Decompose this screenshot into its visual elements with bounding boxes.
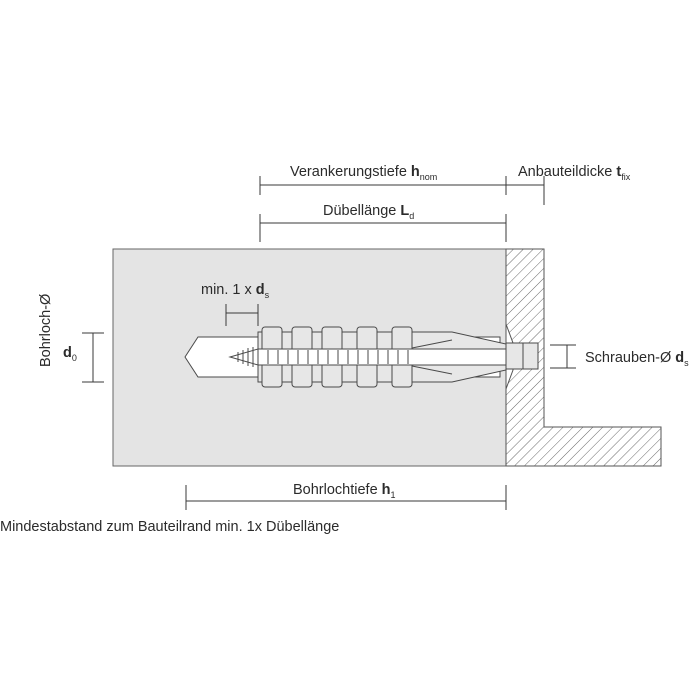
label-bohrlochtiefe: Bohrlochtiefe h1: [293, 482, 396, 500]
screw-head: [505, 342, 539, 370]
label-duebellaenge: Dübellänge Ld: [323, 203, 414, 221]
label-anbauteildicke: Anbauteildicke tfix: [518, 164, 631, 182]
screw: [228, 347, 507, 367]
dim-duebellaenge: [259, 214, 507, 242]
label-min-ds: min. 1 x ds: [201, 282, 270, 300]
label-bohrloch-d: Bohrloch-Ø: [38, 294, 54, 367]
label-verankerungstiefe: Verankerungstiefe hnom: [290, 164, 437, 182]
dim-schrauben-ds: [550, 344, 576, 369]
dim-bohrlochtiefe: [185, 485, 507, 510]
label-d0: d0: [63, 345, 77, 363]
dim-anbauteildicke: [506, 176, 545, 205]
label-schrauben-d: Schrauben-Ø ds: [585, 350, 689, 368]
dim-d0: [82, 332, 104, 383]
dim-min-ds: [225, 304, 259, 326]
footnote: Mindestabstand zum Bauteilrand min. 1x D…: [0, 519, 339, 535]
